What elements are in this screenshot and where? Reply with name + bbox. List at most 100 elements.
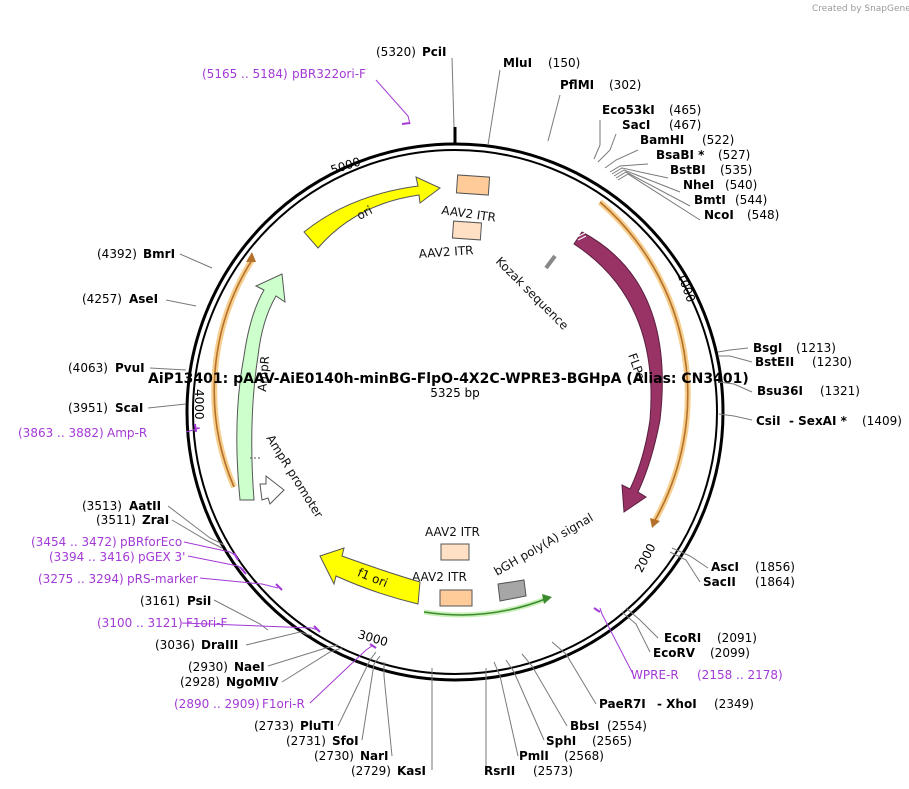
primer-labels: (5165 .. 5184) pBR322ori-F (3863 .. 3882…: [18, 67, 783, 711]
bgh-arc: [423, 597, 549, 616]
site-name[interactable]: BstEII: [755, 355, 794, 369]
site-name[interactable]: EcoRV: [653, 646, 696, 660]
orf-flpo-arrowhead: [650, 518, 660, 528]
site-name[interactable]: BsgI: [753, 341, 782, 355]
site-name[interactable]: PvuI: [115, 361, 145, 375]
site-name[interactable]: CsiI: [756, 414, 781, 428]
site-name[interactable]: PluTI: [300, 719, 334, 733]
site-name[interactable]: NgoMIV: [226, 675, 279, 689]
primer-name[interactable]: F1ori-F: [186, 616, 227, 630]
site-pos: (4063): [68, 361, 108, 375]
site-name[interactable]: PaeR7I: [599, 697, 646, 711]
site-name[interactable]: SacI: [622, 118, 650, 132]
site-pos: (2928): [180, 675, 220, 689]
aav2-itr-box-4: [439, 589, 473, 607]
site-name[interactable]: Bsu36I: [757, 384, 803, 398]
site-name[interactable]: BsaBI *: [656, 148, 705, 162]
site-name[interactable]: BbsI: [570, 719, 599, 733]
aav2-itr-label-1: AAV2 ITR: [441, 203, 497, 224]
site-pos: (540): [725, 178, 757, 192]
site-name[interactable]: SfoI: [332, 734, 359, 748]
aav2-itr-box-2: [451, 220, 483, 241]
primer-name[interactable]: pBRforEco: [120, 535, 182, 549]
site-name[interactable]: NheI: [683, 178, 714, 192]
ampr-promoter-feature: [259, 474, 285, 505]
site-pos: (467): [669, 118, 701, 132]
bgh-feature: [497, 579, 527, 602]
site-pos: (150): [548, 56, 580, 70]
site-pos: (2733): [254, 719, 294, 733]
site-extra: - SexAI *: [789, 414, 848, 428]
primer-name[interactable]: pGEX 3': [138, 550, 185, 564]
site-name[interactable]: PciI: [422, 45, 447, 59]
primer-range: (2158 .. 2178): [697, 668, 783, 682]
kozak-mark: [544, 254, 557, 270]
site-name[interactable]: PflMI: [560, 78, 594, 92]
site-name[interactable]: PmlI: [519, 749, 549, 763]
site-name[interactable]: AseI: [129, 292, 158, 306]
site-name[interactable]: BmtI: [694, 193, 726, 207]
site-name[interactable]: Eco53kI: [602, 103, 655, 117]
primer-name[interactable]: F1ori-R: [262, 697, 305, 711]
primer-marks: [194, 122, 601, 649]
ampr-feature: [236, 273, 286, 501]
snapgene-credit: Created by SnapGene: [812, 4, 909, 14]
site-name[interactable]: EcoRI: [664, 631, 701, 645]
site-pos: (2091): [717, 631, 757, 645]
primer-name[interactable]: Amp-R: [107, 426, 147, 440]
aav2-itr-box-3: [440, 543, 470, 561]
site-name[interactable]: ScaI: [115, 401, 143, 415]
site-name[interactable]: NaeI: [234, 660, 265, 674]
primer-range: (3454 .. 3472): [31, 535, 117, 549]
site-name[interactable]: BstBI: [670, 163, 706, 177]
aav2-itr-label-3: AAV2 ITR: [425, 525, 480, 539]
plasmid-title: AiP13401: pAAV-AiE0140h-minBG-FlpO-4X2C-…: [148, 371, 749, 387]
aav2-itr-box-1: [455, 174, 491, 196]
primer-name[interactable]: WPRE-R: [631, 668, 679, 682]
orf-ampr-arc: [213, 259, 253, 488]
site-pos: (2099): [710, 646, 750, 660]
aav2-itr-label-2: AAV2 ITR: [418, 243, 474, 261]
primer-range: (3100 .. 3121): [97, 616, 183, 630]
site-pos: (1230): [812, 355, 852, 369]
tick-2000: 2000: [632, 541, 659, 575]
site-pos: (2573): [533, 764, 573, 778]
site-pos: (2930): [188, 660, 228, 674]
primer-name[interactable]: pBR322ori-F: [292, 67, 366, 81]
bgh-label: bGH poly(A) signal: [492, 510, 596, 578]
site-pos: (5320): [376, 45, 416, 59]
primer-name[interactable]: pRS-marker: [127, 572, 198, 586]
backbone-inner: [192, 149, 718, 675]
site-name[interactable]: BmrI: [143, 247, 175, 261]
left-leader-lines: [147, 57, 455, 770]
bgh-arrowhead: [542, 594, 552, 604]
left-enzyme-labels: (5320) PciI (4392) BmrI (4257) AseI (406…: [68, 45, 447, 778]
site-name[interactable]: BamHI: [640, 133, 684, 147]
site-name[interactable]: NcoI: [704, 208, 734, 222]
site-name[interactable]: RsrII: [484, 764, 515, 778]
ampr-promoter-label: AmpR promoter: [263, 432, 325, 520]
site-extra: - XhoI: [657, 697, 697, 711]
site-pos: (3513): [82, 499, 122, 513]
primer-range: (3394 .. 3416): [49, 550, 135, 564]
site-pos: (3511): [96, 513, 136, 527]
site-pos: (2554): [607, 719, 647, 733]
site-name[interactable]: MluI: [503, 56, 532, 70]
tick-4000: 4000: [192, 389, 206, 420]
site-pos: (1864): [755, 575, 795, 589]
site-name[interactable]: NarI: [360, 749, 389, 763]
ampr-label: AmpR: [255, 355, 272, 392]
site-name[interactable]: ZraI: [142, 513, 169, 527]
site-pos: (1213): [796, 341, 836, 355]
site-name[interactable]: AscI: [711, 560, 739, 574]
site-name[interactable]: KasI: [397, 764, 426, 778]
site-name[interactable]: PsiI: [187, 594, 211, 608]
site-name[interactable]: SphI: [546, 734, 576, 748]
site-pos: (2565): [592, 734, 632, 748]
site-name[interactable]: AatII: [129, 499, 161, 513]
right-enzyme-labels: MluI (150) PflMI (302) Eco53kI (465) Sac…: [484, 56, 902, 778]
site-name[interactable]: SacII: [703, 575, 736, 589]
site-name[interactable]: DraIII: [201, 638, 238, 652]
primer-range: (5165 .. 5184): [202, 67, 288, 81]
